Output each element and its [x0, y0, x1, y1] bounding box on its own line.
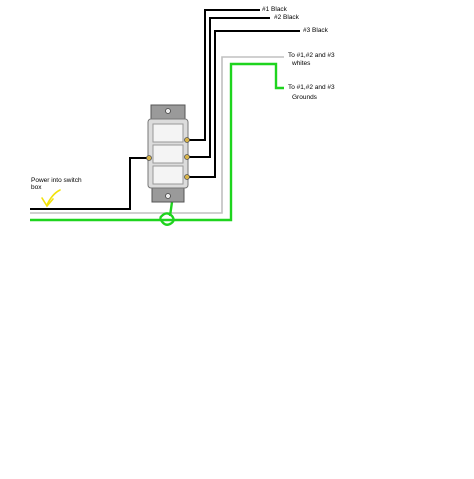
label-grounds-line1: To #1,#2 and #3 — [288, 84, 335, 91]
label-grounds-line2: Grounds — [292, 94, 317, 101]
black-wire-2 — [188, 17, 270, 158]
arrow-head — [41, 197, 54, 208]
label-whites-line1: To #1,#2 and #3 — [288, 52, 335, 59]
black-wire-1 — [188, 9, 260, 141]
label-power-line2: box — [31, 184, 42, 191]
label-black-1: #1 Black — [262, 6, 287, 13]
label-black-2: #2 Black — [274, 14, 299, 21]
triple-switch-device — [146, 104, 190, 203]
label-whites-line2: whites — [292, 60, 311, 67]
terminal-screw-right-1 — [184, 137, 190, 143]
terminal-screw-left — [146, 155, 152, 161]
power-arrow — [41, 189, 61, 208]
label-black-3: #3 Black — [303, 27, 328, 34]
ground-to-screw — [168, 201, 174, 217]
terminal-screw-right-3 — [184, 174, 190, 180]
arrow-curve — [46, 189, 61, 206]
neutral-wires — [30, 56, 284, 214]
switch-toggle-2 — [152, 144, 184, 164]
ground-pigtail — [158, 212, 175, 226]
switch-toggle-1 — [152, 123, 184, 143]
hot-wires — [30, 9, 300, 210]
neutral-wire-to-whites — [30, 56, 284, 214]
power-feed-wire — [30, 157, 152, 210]
ground-wire-main — [30, 62, 284, 222]
label-power-line1: Power into switch — [31, 177, 82, 184]
switch-toggle-3 — [152, 165, 184, 185]
bottom-screw — [165, 193, 171, 199]
ground-wires — [30, 62, 284, 226]
terminal-screw-right-2 — [184, 154, 190, 160]
top-screw — [165, 108, 171, 114]
black-wire-3 — [188, 30, 300, 178]
